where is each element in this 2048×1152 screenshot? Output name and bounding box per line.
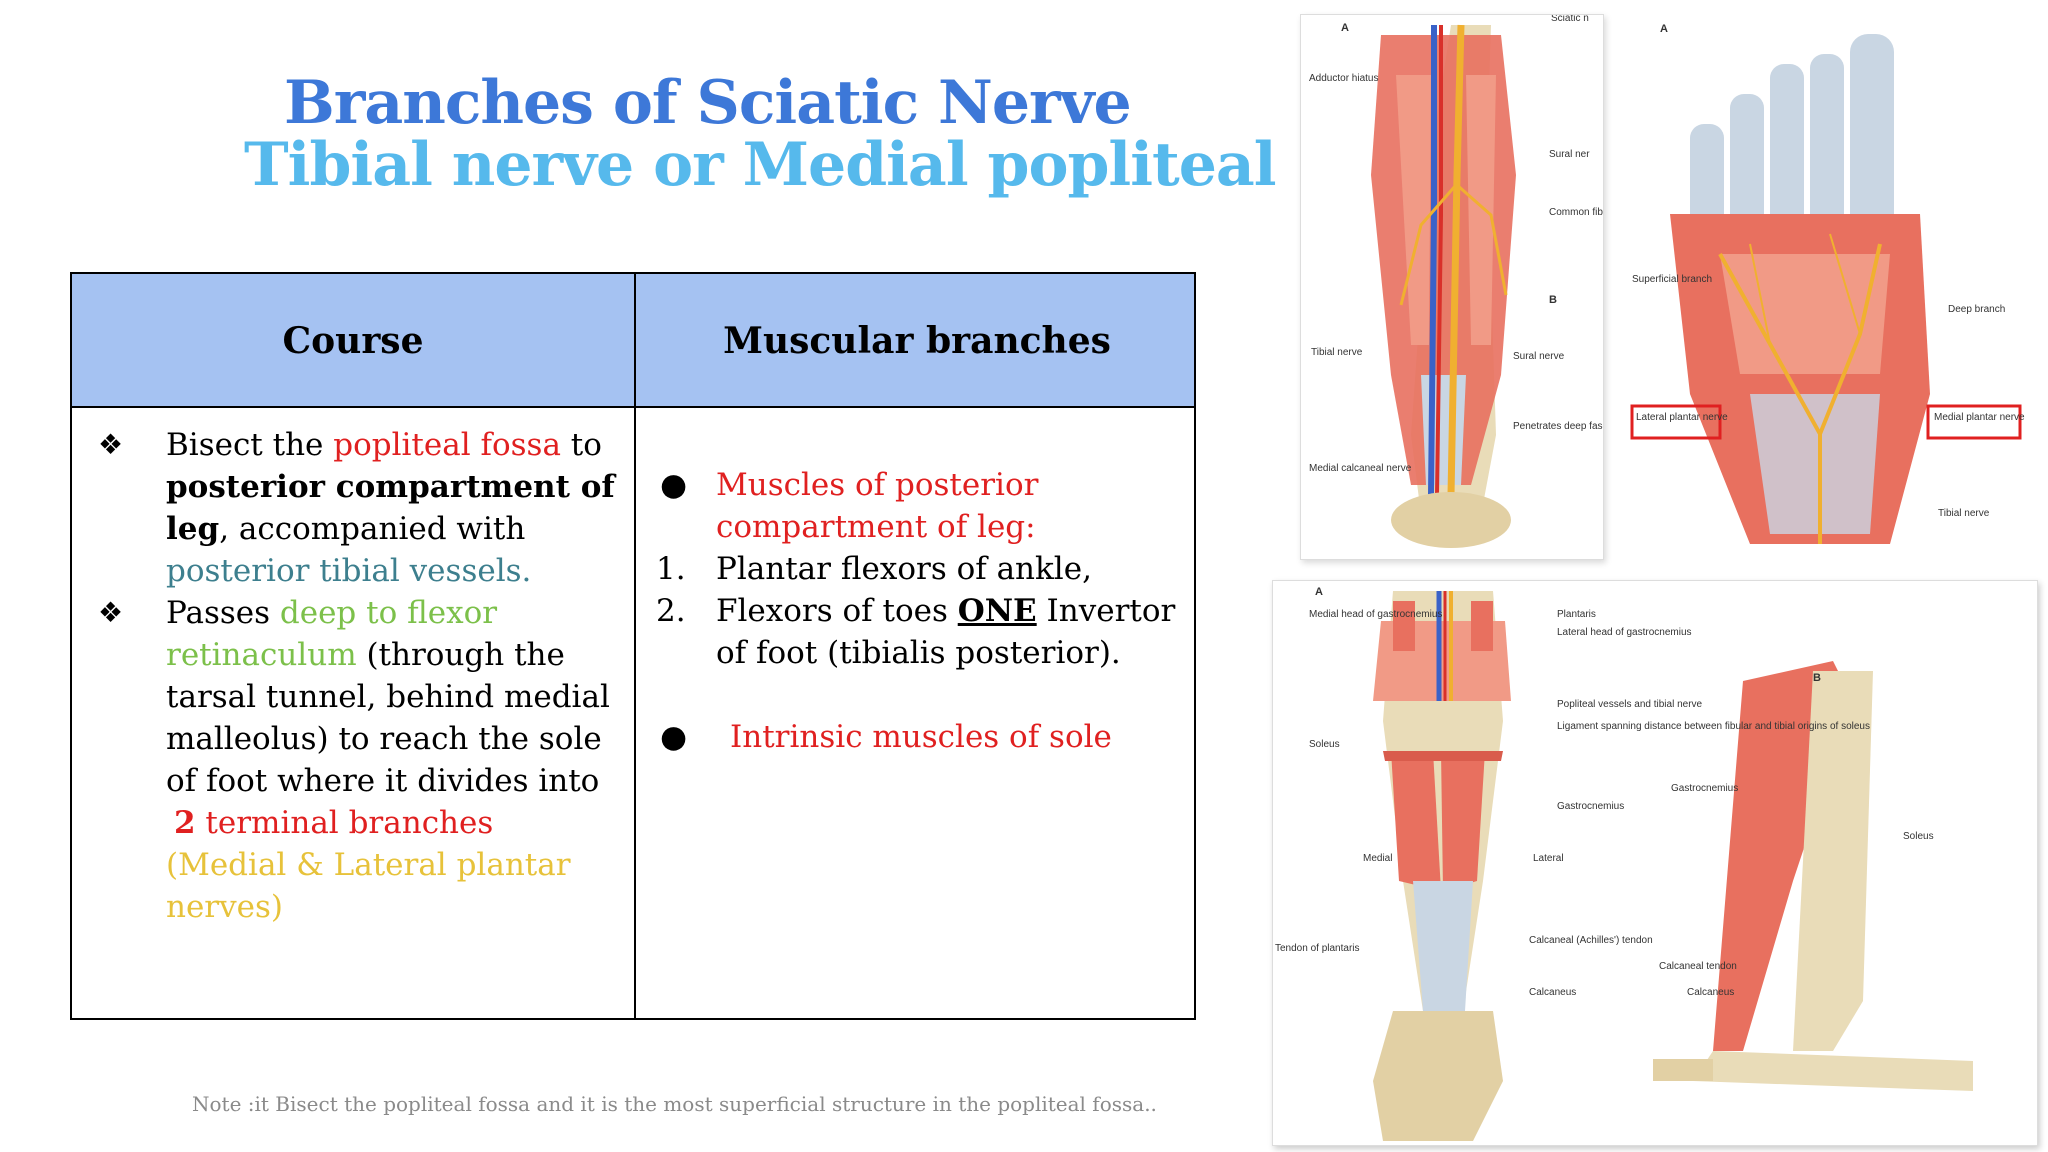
label-medial-plantar-nerve: Medial plantar nerve [1934, 412, 2025, 423]
figure-a-panel-b-label: B [1549, 294, 1557, 306]
header-muscular-branches: Muscular branches [723, 320, 1111, 362]
content-table: Course Muscular branches ❖ Bisect the po… [70, 272, 1196, 1020]
footnote: Note :it Bisect the popliteal fossa and … [192, 1092, 1157, 1116]
label-common-fibular: Common fibular ne [1549, 207, 1604, 218]
figure-c-panel-b-label: B [1813, 672, 1821, 684]
figure-plantar-foot-nerves: A Superficial branch Deep branch Lateral… [1630, 14, 2028, 560]
course-bullet-1-text: Bisect the popliteal fossa to posterior … [166, 427, 615, 589]
label-calcaneal-tendon: Calcaneal tendon [1659, 961, 1737, 972]
course-bullet-2-text: Passes deep to flexor retinaculum (throu… [166, 595, 610, 925]
label-medial: Medial [1363, 853, 1392, 864]
branches-numbered-1: 1. Plantar flexors of ankle, [656, 551, 1092, 587]
label-soleus-b: Soleus [1903, 831, 1934, 842]
label-deep-branch: Deep branch [1948, 304, 2005, 315]
figure-calf-muscles: A B Medial head of gastrocnemius Plantar… [1272, 580, 2038, 1146]
course-bullet-1: ❖ Bisect the popliteal fossa to posterio… [92, 424, 632, 592]
slide-title: Branches of Sciatic Nerve [284, 68, 1132, 138]
figure-posterior-leg-nerves: A B Sciatic n Adductor hiatus Sural ner … [1300, 14, 1604, 560]
label-gastrocnemius-b: Gastrocnemius [1671, 783, 1738, 794]
figure-c-panel-a-label: A [1315, 586, 1323, 598]
slide-subtitle: Tibial nerve or Medial popliteal [244, 130, 1277, 200]
figure-b-panel-a-label: A [1660, 23, 1668, 35]
label-gastrocnemius-a: Gastrocnemius [1557, 801, 1624, 812]
label-lateral-plantar-nerve: Lateral plantar nerve [1636, 412, 1728, 423]
label-sural-nerve: Sural nerve [1513, 351, 1565, 362]
label-lateral-head-gastrocnemius: Lateral head of gastrocnemius [1557, 627, 1692, 638]
label-penetrates-deep-fascia: Penetrates deep fascia [1513, 421, 1604, 432]
solid-dot-icon: ● [660, 719, 688, 755]
label-soleus-a: Soleus [1309, 739, 1340, 750]
label-sciatic: Sciatic n [1551, 15, 1589, 24]
label-tibial-nerve: Tibial nerve [1311, 347, 1363, 358]
label-calcaneus-b: Calcaneus [1687, 987, 1734, 998]
label-lateral: Lateral [1533, 853, 1564, 864]
label-calcaneal-achilles-tendon: Calcaneal (Achilles') tendon [1529, 935, 1653, 946]
branches-item-1: ● Muscles of posterior compartment of le… [656, 464, 1186, 548]
table-header-row: Course Muscular branches [72, 274, 1194, 408]
label-popliteal-vessels: Popliteal vessels and tibial nerve [1557, 699, 1703, 710]
label-ligament-soleus: Ligament spanning distance between fibul… [1557, 721, 1870, 732]
course-cell: ❖ Bisect the popliteal fossa to posterio… [92, 424, 632, 928]
label-tibial-nerve-foot: Tibial nerve [1938, 508, 1990, 519]
four-diamond-icon: ❖ [98, 428, 124, 461]
figure-a-panel-a-label: A [1341, 22, 1349, 34]
branches-item-2: ● Intrinsic muscles of sole [656, 716, 1186, 758]
header-course: Course [282, 320, 424, 362]
course-bullet-2: ❖ Passes deep to flexor retinaculum (thr… [92, 592, 632, 928]
label-sural-nerve-top: Sural ner [1549, 149, 1590, 160]
label-adductor-hiatus: Adductor hiatus [1309, 73, 1379, 84]
label-tendon-plantaris: Tendon of plantaris [1275, 943, 1360, 954]
label-medial-calcaneal: Medial calcaneal nerve [1309, 463, 1412, 474]
label-medial-head-gastrocnemius: Medial head of gastrocnemius [1309, 609, 1442, 620]
label-superficial-branch: Superficial branch [1632, 274, 1712, 285]
label-calcaneus-a: Calcaneus [1529, 987, 1576, 998]
branches-cell: ● Muscles of posterior compartment of le… [656, 464, 1186, 758]
solid-dot-icon: ● [660, 467, 688, 503]
branches-numbered-2: 2. Flexors of toes ONE Invertor of foot … [656, 593, 1176, 671]
four-diamond-icon: ❖ [98, 596, 124, 629]
column-divider [634, 274, 636, 1018]
label-plantaris: Plantaris [1557, 609, 1596, 620]
